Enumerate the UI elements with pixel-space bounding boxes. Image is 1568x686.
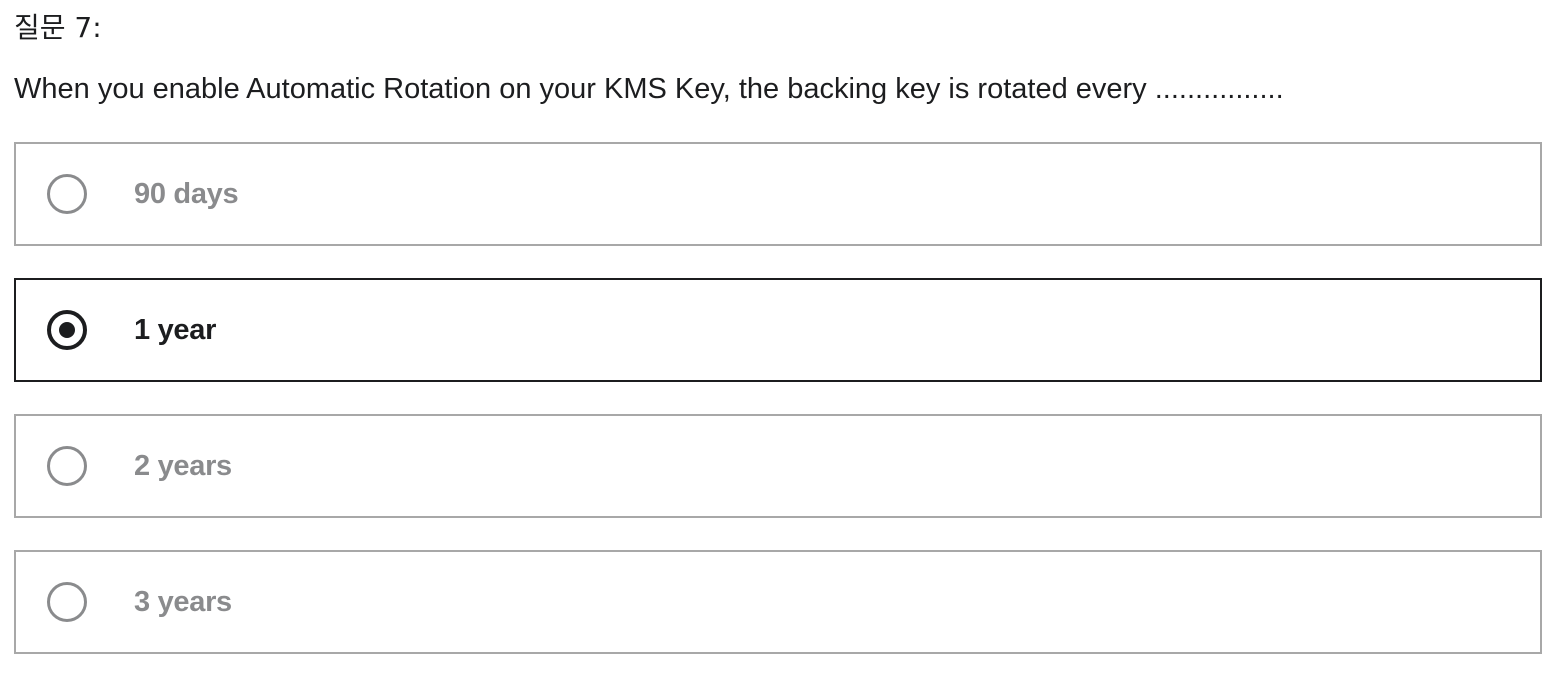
radio-button-icon[interactable]: [47, 582, 87, 622]
radio-button-icon[interactable]: [47, 174, 87, 214]
radio-dot-icon: [59, 594, 75, 610]
option-label: 1 year: [134, 313, 217, 346]
option-label: 90 days: [134, 177, 239, 210]
answer-options: 90 days 1 year 2 years 3 years: [14, 142, 1542, 686]
option-1-year[interactable]: 1 year: [14, 278, 1542, 382]
option-label: 2 years: [134, 449, 232, 482]
option-label: 3 years: [134, 585, 232, 618]
option-2-years[interactable]: 2 years: [14, 414, 1542, 518]
option-3-years[interactable]: 3 years: [14, 550, 1542, 654]
radio-dot-icon: [59, 458, 75, 474]
radio-dot-icon: [59, 186, 75, 202]
radio-dot-icon: [59, 322, 75, 338]
radio-button-icon[interactable]: [47, 446, 87, 486]
question-number: 질문 7:: [14, 11, 102, 44]
question-text: When you enable Automatic Rotation on yo…: [14, 73, 1284, 105]
option-90-days[interactable]: 90 days: [14, 142, 1542, 246]
radio-button-icon[interactable]: [47, 310, 87, 350]
